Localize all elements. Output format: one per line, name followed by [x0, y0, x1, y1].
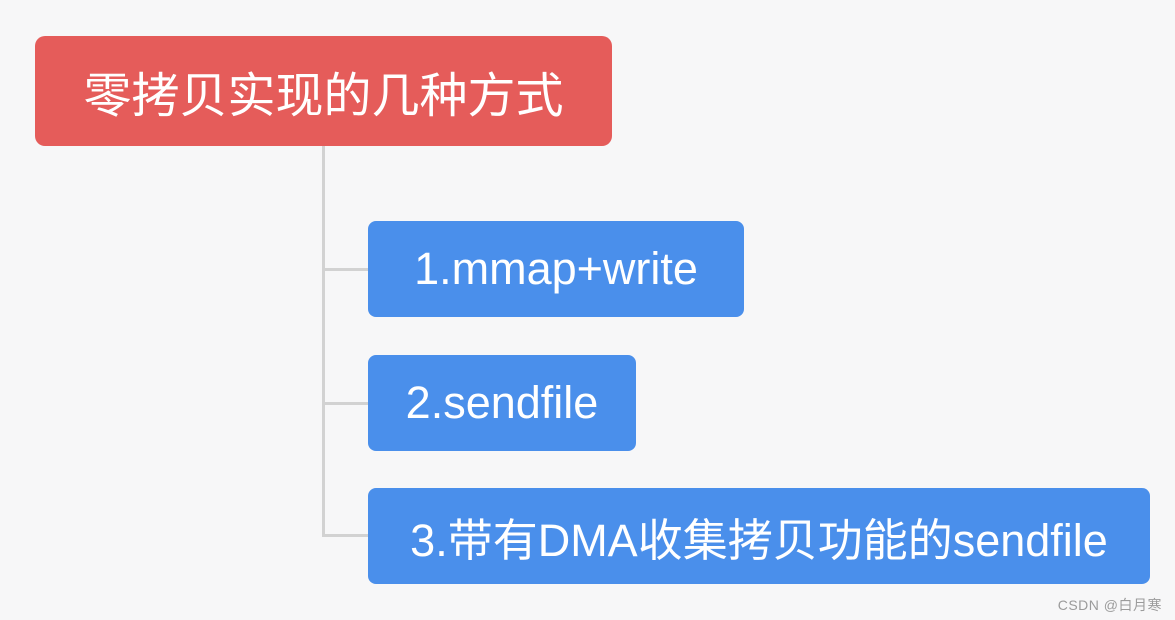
- child-node-label: 3.带有DMA收集拷贝功能的sendfile: [410, 514, 1108, 566]
- mindmap-child-node-mmap-write: 1.mmap+write: [368, 221, 744, 317]
- connector-branch-1: [322, 268, 368, 271]
- connector-trunk: [322, 146, 325, 537]
- child-node-label: 1.mmap+write: [414, 243, 698, 294]
- root-node-label: 零拷贝实现的几种方式: [83, 70, 564, 123]
- csdn-watermark: CSDN @白月寒: [1057, 597, 1162, 613]
- mindmap-root-node: 零拷贝实现的几种方式: [35, 36, 612, 146]
- child-node-label: 2.sendfile: [405, 377, 599, 428]
- mindmap-child-node-sendfile: 2.sendfile: [368, 355, 636, 451]
- mindmap-child-node-dma-sendfile: 3.带有DMA收集拷贝功能的sendfile: [368, 488, 1150, 584]
- connector-branch-2: [322, 402, 368, 405]
- connector-branch-3: [322, 534, 368, 537]
